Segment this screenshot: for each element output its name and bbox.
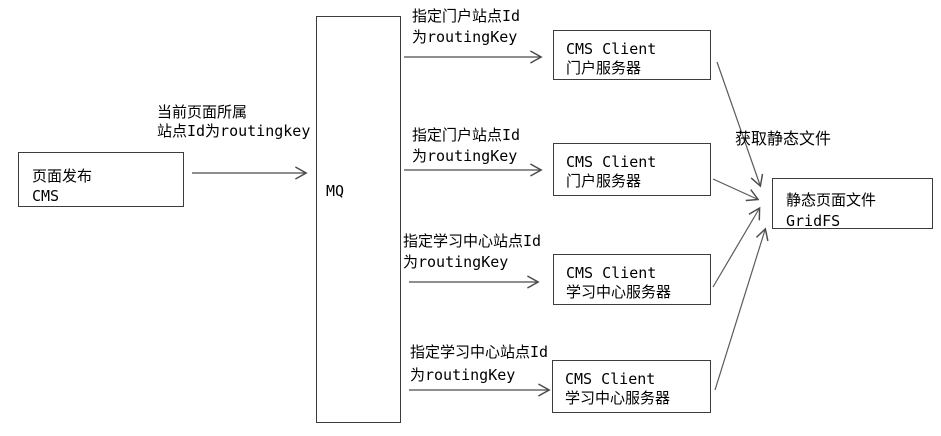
node-mq: MQ [316, 16, 401, 423]
label-routingkey-learning-2-line2: 为routingKey [410, 366, 516, 384]
label-routingkey-learning-2-line1: 指定学习中心站点Id [410, 343, 549, 361]
node-cms-client-learning-1-subtitle: 学习中心服务器 [566, 283, 672, 301]
node-cms-client-portal-1-subtitle: 门户服务器 [566, 59, 642, 77]
label-routingkey-portal-2: 指定门户站点Id 为routingKey [412, 125, 520, 167]
label-fetch-static-files: 获取静态文件 [735, 128, 831, 149]
node-cms-client-portal-1-title: CMS Client [566, 40, 657, 58]
node-cms-client-portal-2-title: CMS Client [566, 153, 657, 171]
node-cms-client-portal-1: CMS Client 门户服务器 [553, 30, 711, 80]
label-fetch-static-files-text: 获取静态文件 [735, 129, 832, 148]
node-cms-client-learning-1: CMS Client 学习中心服务器 [553, 254, 711, 305]
node-cms-publisher-subtitle: CMS [32, 187, 60, 205]
node-gridfs-subtitle: GridFS [786, 212, 841, 230]
node-cms-client-learning-2: CMS Client 学习中心服务器 [552, 360, 711, 413]
label-routingkey-portal-2-line2: 为routingKey [412, 147, 518, 165]
label-routingkey-main-line2: 站点Id为routingkey [157, 122, 311, 140]
label-routingkey-portal-2-line1: 指定门户站点Id [412, 126, 521, 144]
node-cms-publisher-title: 页面发布 [32, 167, 93, 185]
label-routingkey-portal-1-line1: 指定门户站点Id [412, 7, 521, 25]
arrow-portal-client-1-to-gridfs [716, 61, 764, 188]
node-cms-client-learning-2-subtitle: 学习中心服务器 [565, 389, 671, 407]
label-routingkey-learning-2: 指定学习中心站点Id 为routingKey [410, 341, 548, 387]
label-routingkey-main-line1: 当前页面所属 [157, 103, 248, 121]
node-cms-client-learning-2-title: CMS Client [565, 370, 656, 388]
label-routingkey-portal-1-line2: 为routingKey [412, 28, 518, 46]
node-gridfs-title: 静态页面文件 [786, 191, 877, 209]
node-cms-publisher: 页面发布 CMS [18, 152, 184, 207]
node-cms-client-portal-2: CMS Client 门户服务器 [553, 143, 711, 196]
node-cms-client-learning-1-title: CMS Client [566, 264, 657, 282]
label-routingkey-learning-1: 指定学习中心站点Id 为routingKey [403, 231, 541, 273]
label-routingkey-learning-1-line2: 为routingKey [403, 253, 509, 271]
arrow-learning-client-2-to-gridfs [714, 227, 769, 391]
label-routingkey-portal-1: 指定门户站点Id 为routingKey [412, 6, 520, 48]
arrow-portal-client-2-to-gridfs [712, 178, 760, 202]
node-gridfs-static-files: 静态页面文件 GridFS [772, 178, 933, 230]
label-routingkey-learning-1-line1: 指定学习中心站点Id [403, 232, 542, 250]
node-mq-label: MQ [326, 182, 345, 200]
node-cms-client-portal-2-subtitle: 门户服务器 [566, 172, 642, 190]
label-routingkey-main: 当前页面所属 站点Id为routingkey [157, 103, 310, 141]
arrow-learning-client-1-to-gridfs [712, 206, 761, 288]
